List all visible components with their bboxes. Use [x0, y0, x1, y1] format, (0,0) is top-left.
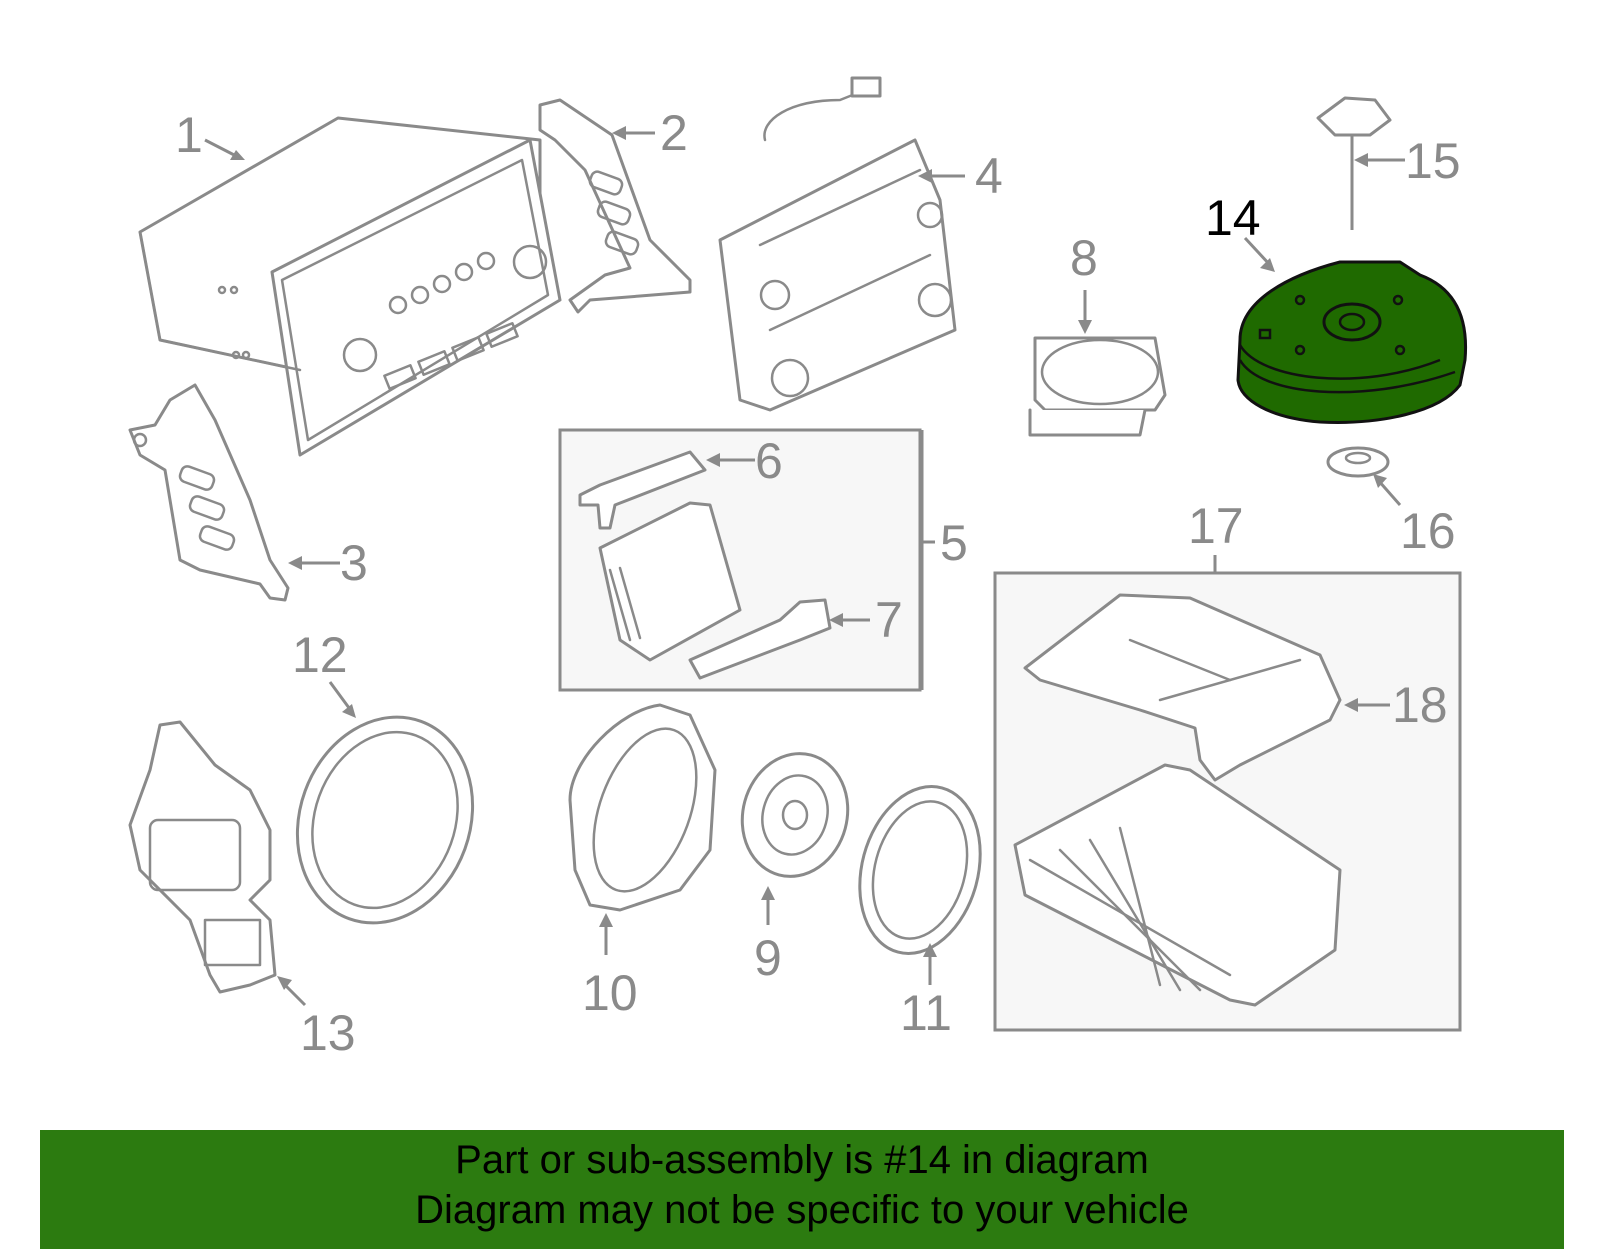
callout-17: 17 — [1188, 498, 1244, 554]
part-2-bracket — [538, 98, 692, 314]
part-3-bracket — [128, 383, 290, 602]
part-6-bracket — [578, 450, 707, 530]
callout-14: 14 — [1205, 190, 1261, 246]
part-9-tweeter — [740, 752, 850, 878]
part-10-speaker — [568, 703, 717, 912]
part-18-bracket — [1023, 593, 1342, 782]
part-14-subwoofer-highlighted — [1236, 260, 1468, 424]
callout-9: 9 — [754, 930, 782, 986]
callout-12: 12 — [292, 627, 348, 683]
callout-3: 3 — [340, 535, 368, 591]
callout-1: 1 — [175, 107, 203, 163]
part-1-head-unit — [138, 116, 562, 457]
callout-6: 6 — [755, 433, 783, 489]
part-8-speaker — [1028, 336, 1167, 437]
group-5-box — [558, 428, 922, 692]
banner-line-1: Part or sub-assembly is #14 in diagram — [455, 1138, 1149, 1182]
callout-10: 10 — [582, 965, 638, 1021]
callout-2: 2 — [660, 105, 688, 161]
part-13-bracket — [128, 720, 277, 994]
banner-line-2: Diagram may not be specific to your vehi… — [415, 1188, 1189, 1232]
amplifier — [1013, 763, 1342, 1007]
part-16-washer — [1326, 446, 1390, 478]
callout-labels: 1 2 3 4 5 6 7 8 9 10 11 12 13 14 15 16 1… — [175, 105, 1461, 1061]
callout-11: 11 — [900, 985, 952, 1041]
callout-8: 8 — [1070, 230, 1098, 286]
callout-18: 18 — [1392, 677, 1448, 733]
group-17-box — [993, 571, 1462, 1032]
leader-lines — [204, 126, 1405, 1007]
part-4-control-panel — [718, 76, 957, 412]
callout-5: 5 — [940, 515, 968, 571]
callout-16: 16 — [1400, 503, 1456, 559]
callout-4: 4 — [975, 148, 1003, 204]
part-14-body — [1236, 260, 1468, 424]
part-7-bracket — [688, 598, 832, 680]
callout-15: 15 — [1405, 133, 1461, 189]
info-banner: Part or sub-assembly is #14 in diagram D… — [40, 1130, 1564, 1249]
parts-diagram: 1 2 3 4 5 6 7 8 9 10 11 12 13 14 15 16 1… — [128, 76, 1468, 1061]
part-11-speaker — [858, 785, 982, 955]
part-12-speaker-ring — [295, 715, 475, 925]
callout-7: 7 — [875, 592, 903, 648]
part-15-bolt — [1316, 96, 1392, 230]
callout-13: 13 — [300, 1005, 356, 1061]
